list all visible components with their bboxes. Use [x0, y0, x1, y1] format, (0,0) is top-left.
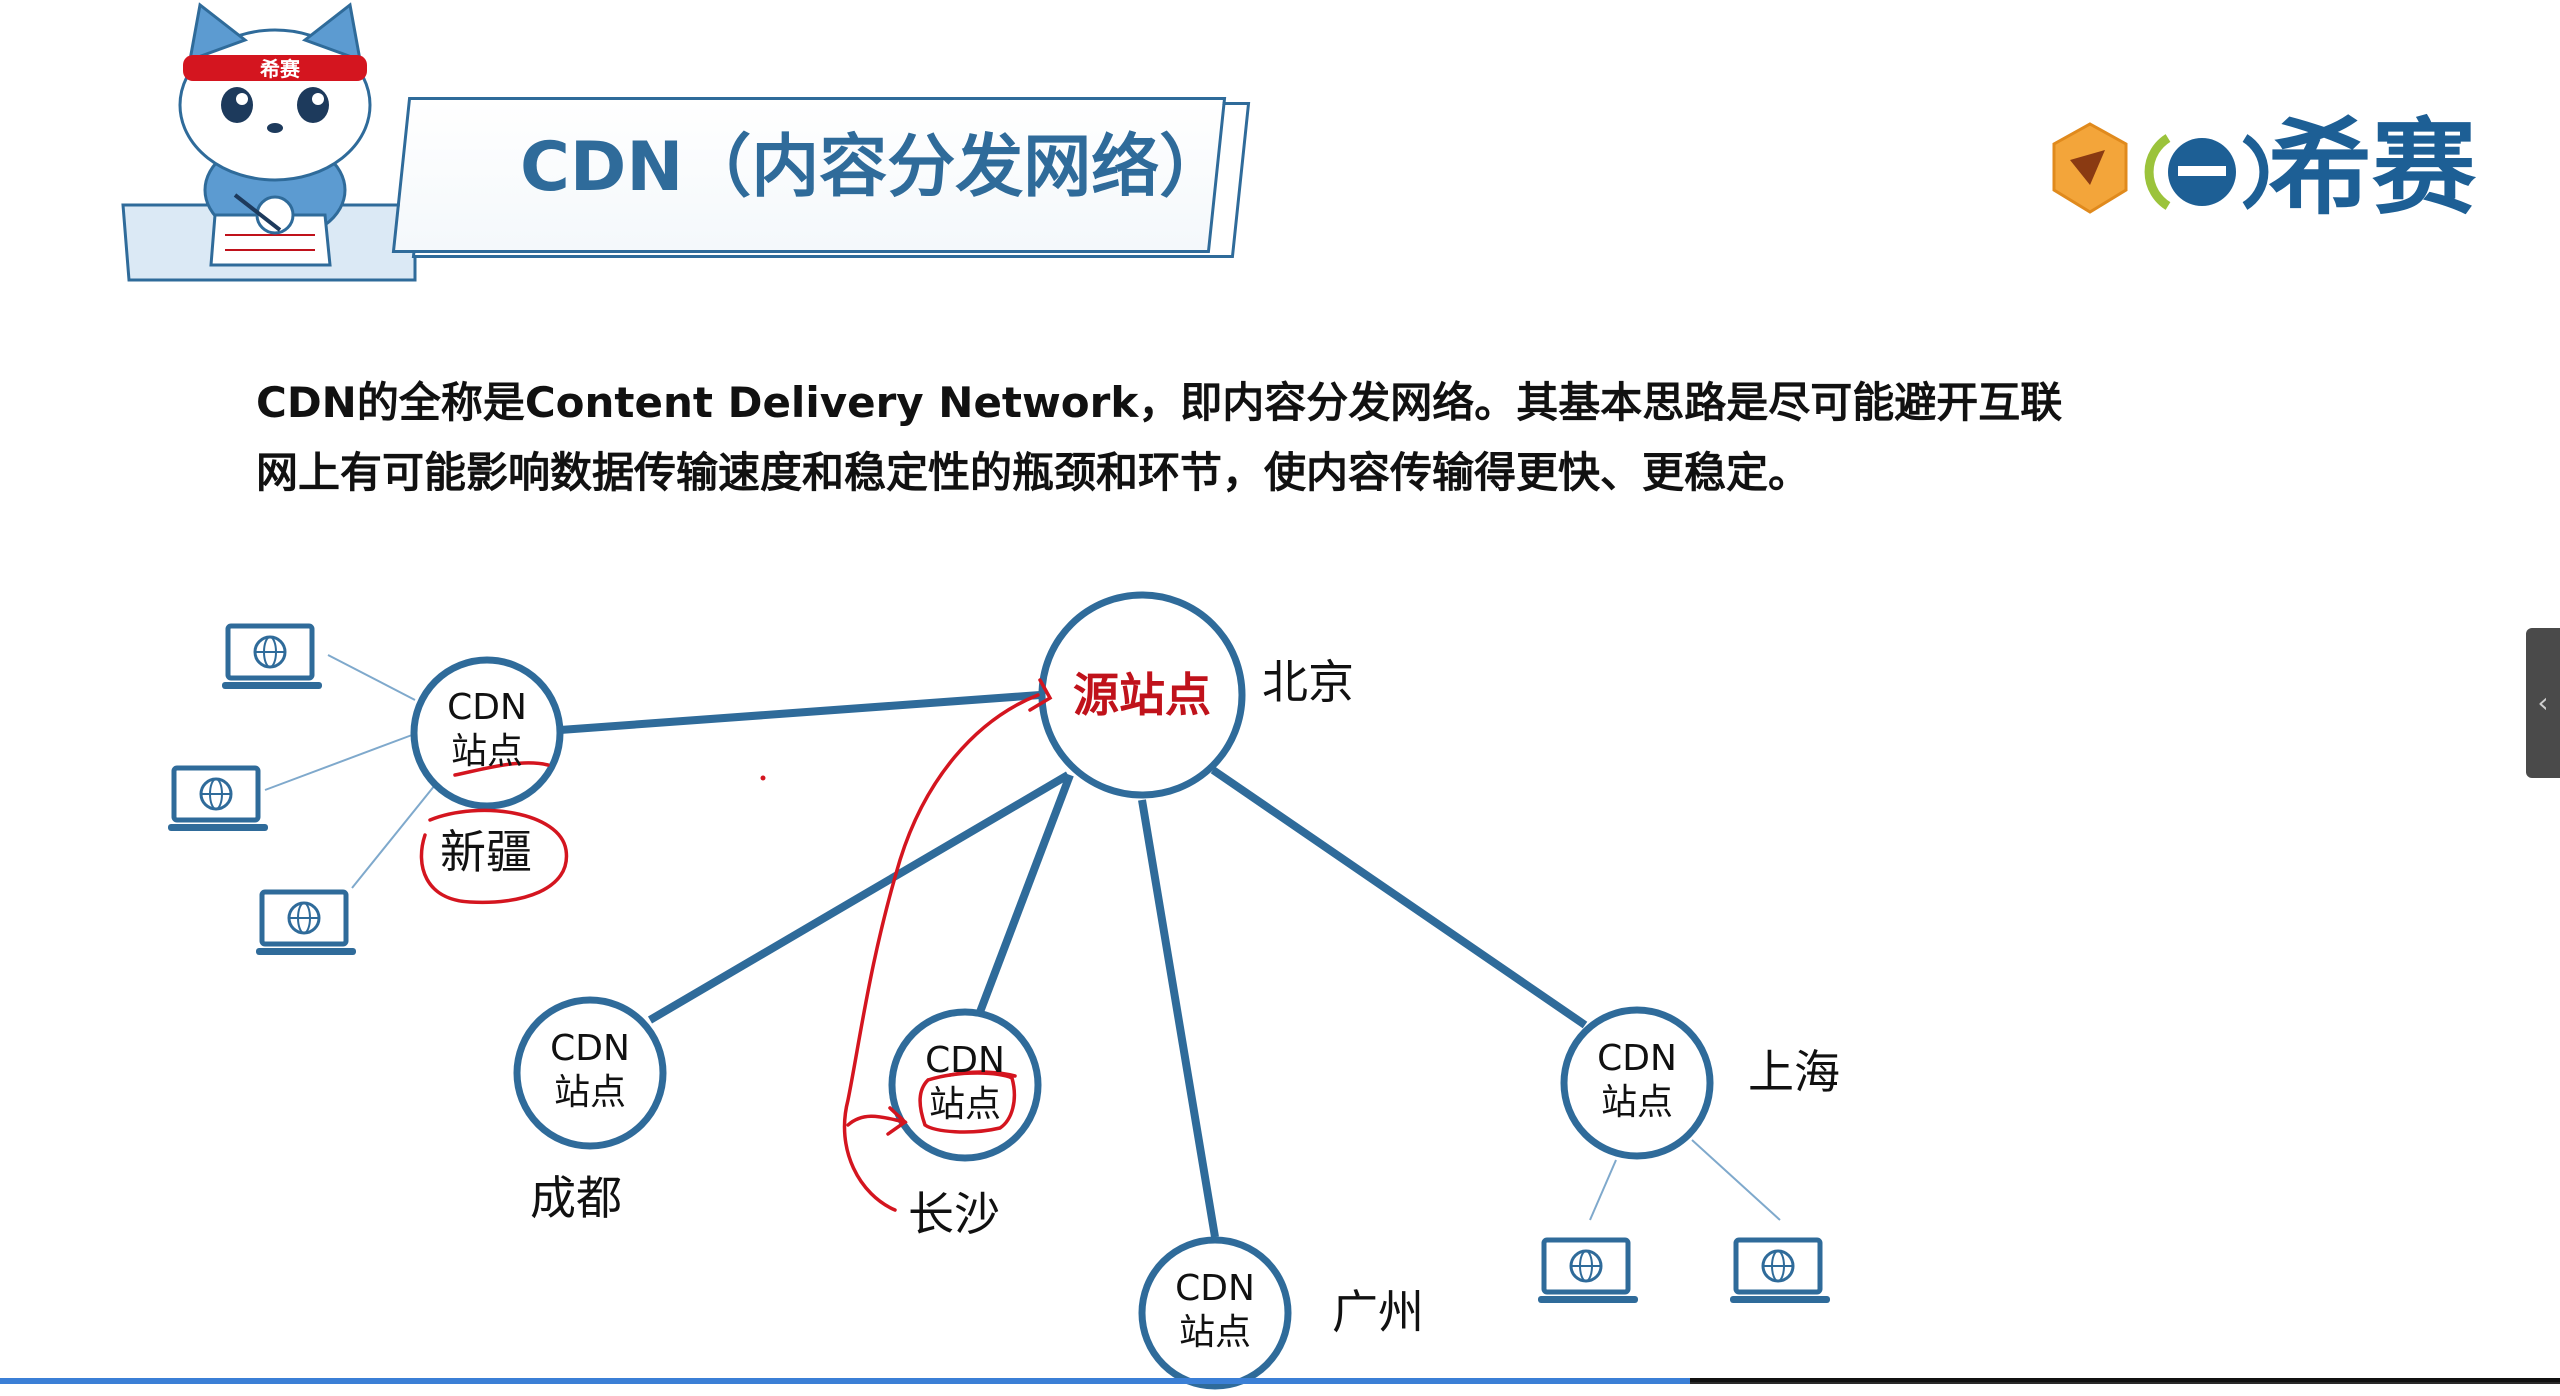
cdn-node-subtitle: 站点: [1600, 1082, 1673, 1123]
client-laptop-icon: [1538, 1240, 1638, 1303]
cdn-node-guangzhou: CDN 站点: [1135, 1267, 1295, 1355]
brand-logo-icon: [2052, 122, 2269, 214]
city-label-xinjiang: 新疆: [440, 825, 532, 879]
annotation-circle-xinjiang: [419, 808, 569, 905]
description-line-2: 网上有可能影响数据传输速度和稳定性的瓶颈和环节，使内容传输得更快、更稳定。: [256, 448, 1811, 497]
cdn-node-changsha: CDN 站点: [885, 1039, 1045, 1127]
origin-server-label: 源站点: [1073, 668, 1211, 722]
cdn-node-guangzhou-circle: [1138, 1236, 1292, 1390]
annotation-underline-changsha: [948, 1070, 1017, 1078]
cdn-node-subtitle: 站点: [553, 1072, 626, 1113]
playback-progress-fill[interactable]: [0, 1378, 1690, 1384]
origin-city-label: 北京: [1262, 655, 1354, 709]
annotation-arrow-path: [842, 693, 1040, 1212]
origin-server-node: [1038, 591, 1246, 799]
cdn-node-changsha-circle: [888, 1008, 1042, 1162]
side-panel-toggle[interactable]: ‹: [2526, 628, 2560, 778]
cdn-node-subtitle: 站点: [928, 1084, 1001, 1125]
client-laptop-icon: [168, 768, 268, 831]
cdn-node-subtitle: 站点: [450, 731, 523, 772]
annotation-arrowhead-origin: [1028, 678, 1053, 712]
city-label-guangzhou: 广州: [1332, 1285, 1424, 1339]
client-laptop-icon: [1730, 1240, 1830, 1303]
client-laptop-icon: [222, 626, 322, 689]
cdn-node-chengdu: CDN 站点: [510, 1027, 670, 1115]
cdn-node-subtitle: 站点: [1178, 1312, 1251, 1353]
chevron-left-icon: ‹: [2537, 686, 2549, 719]
cdn-node-title: CDN: [925, 1040, 1005, 1081]
mascot-headband-text: 希赛: [260, 57, 300, 81]
slide-title: CDN（内容分发网络）: [520, 128, 1228, 207]
cdn-node-shanghai-circle: [1560, 1006, 1714, 1160]
playback-progress-remaining: [1690, 1378, 2560, 1382]
brand-logo-text: 希赛: [2268, 107, 2477, 229]
city-label-changsha: 长沙: [908, 1187, 1000, 1241]
cdn-description: CDN的全称是Content Delivery Network，即内容分发网络。…: [256, 368, 2116, 508]
annotation-arrowhead-changsha: [886, 1106, 908, 1136]
city-label-chengdu: 成都: [530, 1171, 622, 1225]
annotation-curve-to-changsha: [846, 1114, 907, 1127]
cdn-node-title: CDN: [550, 1028, 630, 1069]
mascot-illustration: [121, 2, 417, 282]
annotation-underline-xinjiang: [453, 761, 550, 777]
cdn-node-xinjiang: CDN 站点: [407, 686, 567, 774]
cdn-node-title: CDN: [1175, 1268, 1255, 1309]
city-label-shanghai: 上海: [1748, 1045, 1840, 1099]
cdn-node-shanghai: CDN 站点: [1557, 1037, 1717, 1125]
cdn-node-xinjiang-circle: [410, 656, 564, 810]
cdn-node-title: CDN: [1597, 1038, 1677, 1079]
description-line-1: CDN的全称是Content Delivery Network，即内容分发网络。…: [256, 378, 2063, 427]
cdn-node-title: CDN: [447, 687, 527, 728]
cdn-node-chengdu-circle: [513, 996, 667, 1150]
client-laptop-icon: [256, 892, 356, 955]
